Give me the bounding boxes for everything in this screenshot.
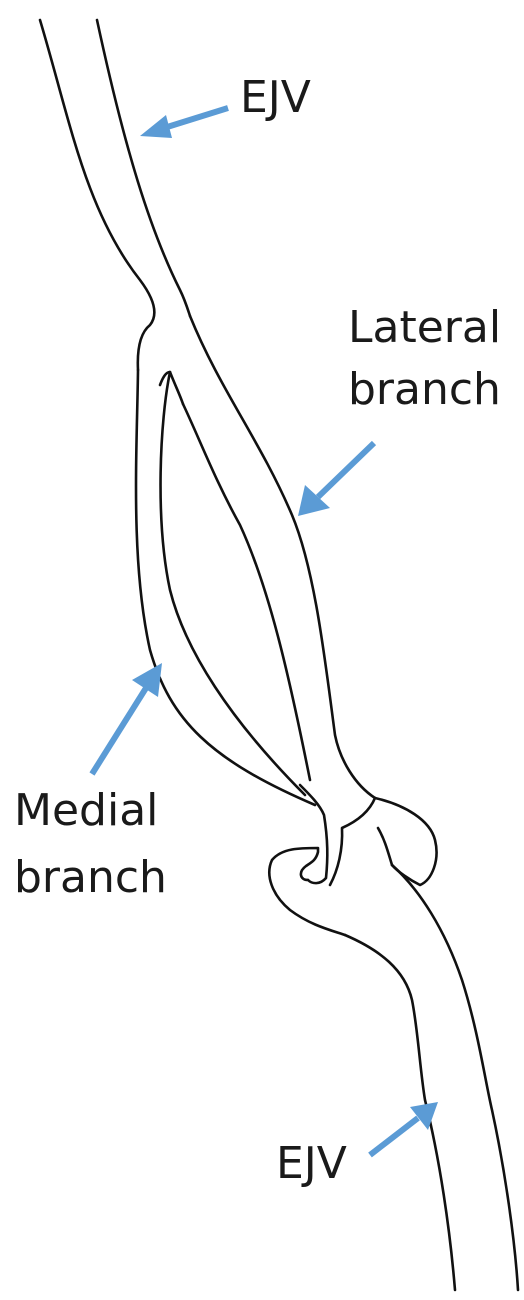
arrow-ejv-top-head xyxy=(140,115,172,138)
arrow-ejv-top-shaft xyxy=(164,108,228,128)
lower-ejv-left-wall xyxy=(345,935,455,1290)
arrow-ejv-bottom-head xyxy=(410,1102,438,1130)
label-medial-branch-line2: branch xyxy=(14,852,167,904)
arrow-medial-shaft xyxy=(92,688,146,774)
loop-top-connector xyxy=(160,372,183,404)
arrow-ejv-bottom-shaft xyxy=(370,1118,418,1155)
upper-ejv-right-wall xyxy=(97,20,190,316)
arrow-lateral-shaft xyxy=(318,443,374,497)
label-ejv-bottom: EJV xyxy=(276,1138,347,1190)
right-lobe-inner xyxy=(378,828,392,865)
label-ejv-top: EJV xyxy=(240,72,311,124)
label-lateral-branch-line2: branch xyxy=(348,364,501,416)
label-lateral-branch-line1: Lateral xyxy=(348,302,501,354)
junction-right-wall xyxy=(330,798,375,885)
left-curl xyxy=(269,848,345,935)
medial-branch-inner-wall xyxy=(161,372,305,795)
lower-ejv-right-wall xyxy=(392,865,518,1290)
lateral-branch-inner-wall xyxy=(183,404,310,780)
label-medial-branch-line1: Medial xyxy=(14,785,158,837)
upper-ejv-left-wall xyxy=(40,20,154,370)
